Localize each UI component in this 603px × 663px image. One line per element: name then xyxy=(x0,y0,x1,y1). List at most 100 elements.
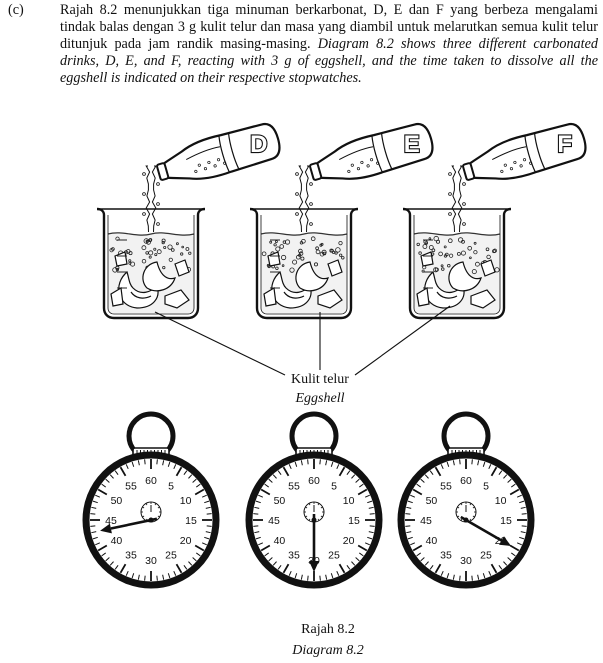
sub-dial-tick xyxy=(308,518,311,521)
dial-tick xyxy=(406,506,412,509)
dial-tick xyxy=(434,563,442,574)
bubble xyxy=(424,241,428,245)
dial-number: 40 xyxy=(111,535,123,547)
droplet xyxy=(309,222,313,226)
dial-tick xyxy=(307,459,309,465)
bottle-bubble xyxy=(509,167,514,171)
bubble xyxy=(445,252,449,257)
bubble xyxy=(441,267,445,271)
bottle-ridges xyxy=(524,132,546,173)
bubble xyxy=(321,249,327,255)
hand-pivot xyxy=(148,517,154,523)
eggshell-leader-lines xyxy=(154,305,451,376)
liquid-surface xyxy=(107,232,195,236)
dial-tick xyxy=(325,574,328,580)
dial-tick xyxy=(367,536,373,540)
bubble xyxy=(162,265,166,270)
dial-tick xyxy=(258,542,264,546)
bubble xyxy=(434,267,439,272)
bubble xyxy=(448,238,453,244)
bubble xyxy=(474,261,480,267)
dial-tick xyxy=(429,470,434,475)
dial-number: 30 xyxy=(145,555,157,567)
bubble xyxy=(109,248,114,253)
dial-number: 40 xyxy=(426,535,438,547)
sub-dial-tick xyxy=(457,506,460,509)
dial-tick xyxy=(119,563,127,574)
bubble xyxy=(156,249,162,255)
sub-dial-tick xyxy=(460,518,463,521)
dial-tick xyxy=(482,461,486,467)
eggshell-label: Kulit telur xyxy=(291,372,349,387)
bottle-bubble xyxy=(347,169,351,173)
stopwatches-group: 6051015202530354045505560510152025303540… xyxy=(82,411,535,589)
droplet xyxy=(295,212,299,216)
bubble xyxy=(473,250,478,255)
dial-tick xyxy=(194,544,205,552)
dial-tick xyxy=(520,531,526,534)
dial-tick xyxy=(429,565,434,570)
bubble xyxy=(315,246,319,250)
dial-tick xyxy=(253,513,259,515)
bubble xyxy=(115,267,120,272)
droplet xyxy=(309,202,313,206)
bubble xyxy=(334,251,338,255)
dial-tick xyxy=(204,536,210,540)
dial-tick xyxy=(131,573,135,579)
bubble xyxy=(180,252,184,256)
bottle-shine xyxy=(186,146,221,161)
dial-tick xyxy=(272,561,277,566)
bubble xyxy=(130,261,136,267)
eggshell-piece xyxy=(174,259,190,277)
dial-tick xyxy=(97,488,108,496)
dial-tick xyxy=(406,531,412,534)
dial-tick xyxy=(175,563,183,574)
dial-tick xyxy=(498,565,503,570)
bubble xyxy=(141,259,147,264)
dial-tick xyxy=(490,466,498,477)
stopwatch-hand-arrow xyxy=(100,523,112,534)
pouring-stream xyxy=(145,165,151,233)
bubble xyxy=(473,241,477,245)
dial-tick xyxy=(359,552,364,557)
dial-tick xyxy=(355,557,360,562)
dial-tick xyxy=(434,466,442,477)
bottle-neck xyxy=(462,162,476,181)
droplet xyxy=(156,222,160,226)
dial-tick xyxy=(288,570,292,576)
bottle-neck xyxy=(309,162,323,181)
bubble xyxy=(329,248,334,253)
dial-tick xyxy=(205,531,211,534)
droplet xyxy=(142,212,146,216)
dial-tick xyxy=(264,552,269,557)
dial-tick xyxy=(255,500,261,504)
dial-number: 60 xyxy=(460,475,472,487)
bubble xyxy=(492,248,498,253)
bubble xyxy=(339,253,343,257)
stopwatch-hand-arrow xyxy=(309,561,319,572)
dial-tick xyxy=(114,565,119,570)
dial-tick xyxy=(288,464,292,470)
dial-tick xyxy=(101,552,106,557)
dial-tick xyxy=(90,513,96,515)
bubble xyxy=(296,254,301,260)
bubbles xyxy=(261,236,345,273)
dial-tick xyxy=(183,565,188,570)
eggshell-piece xyxy=(448,261,482,292)
dial-tick xyxy=(294,461,298,467)
droplet xyxy=(462,222,466,226)
bubble xyxy=(188,251,192,255)
sub-dial-tick xyxy=(460,503,463,506)
bubbles xyxy=(109,236,192,273)
bubble xyxy=(416,242,420,247)
beaker-inner-wall xyxy=(413,215,501,315)
bottle-label-E: E xyxy=(404,131,420,158)
bubble xyxy=(435,239,440,244)
dial-tick xyxy=(162,460,165,466)
dial-tick xyxy=(511,483,516,488)
sub-dial-tick xyxy=(317,518,320,521)
bottle-bubble xyxy=(197,163,201,167)
dial-number: 10 xyxy=(495,495,507,507)
